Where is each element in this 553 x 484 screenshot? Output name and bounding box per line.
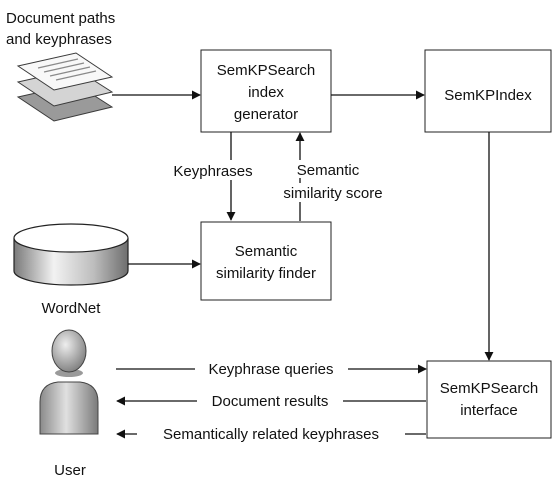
document-input-label-line2: and keyphrases: [6, 31, 112, 48]
similarity-score-label-bg-1: [282, 160, 370, 178]
user-label: User: [54, 462, 86, 479]
related-keyphrases-label-bg: [137, 425, 405, 443]
search-interface-box: [426, 360, 552, 439]
user-icon: [39, 329, 99, 435]
document-input-label-line1: Document paths: [6, 10, 115, 27]
keyphrases-label-bg: [162, 160, 264, 180]
index-generator-label-line2: index: [248, 84, 284, 101]
document-results-label-bg: [197, 392, 343, 410]
index-generator-label-line1: SemKPSearch: [217, 62, 315, 79]
keyphrase-queries-label-bg: [195, 360, 348, 378]
index-generator-box: [200, 49, 332, 133]
wordnet-label: WordNet: [42, 300, 102, 317]
similarity-score-label-bg-2: [282, 183, 386, 202]
similarity-score-label-line2: similarity score: [283, 185, 382, 202]
wordnet-database-icon: [13, 223, 129, 286]
related-keyphrases-label: Semantically related keyphrases: [163, 426, 379, 443]
document-results-label: Document results: [212, 393, 329, 410]
search-interface-label-line1: SemKPSearch: [440, 380, 538, 397]
keyphrase-queries-label: Keyphrase queries: [208, 361, 333, 378]
semkpindex-label: SemKPIndex: [444, 87, 532, 104]
similarity-score-label-line1: Semantic: [297, 162, 360, 179]
index-generator-label-line3: generator: [234, 106, 298, 123]
similarity-finder-label-line2: similarity finder: [216, 265, 316, 282]
documents-icon: [16, 52, 114, 122]
similarity-finder-box: [200, 221, 332, 301]
semkpindex-box: [424, 49, 552, 133]
similarity-finder-label-line1: Semantic: [235, 243, 298, 260]
keyphrases-label: Keyphrases: [173, 163, 252, 180]
search-interface-label-line2: interface: [460, 402, 518, 419]
